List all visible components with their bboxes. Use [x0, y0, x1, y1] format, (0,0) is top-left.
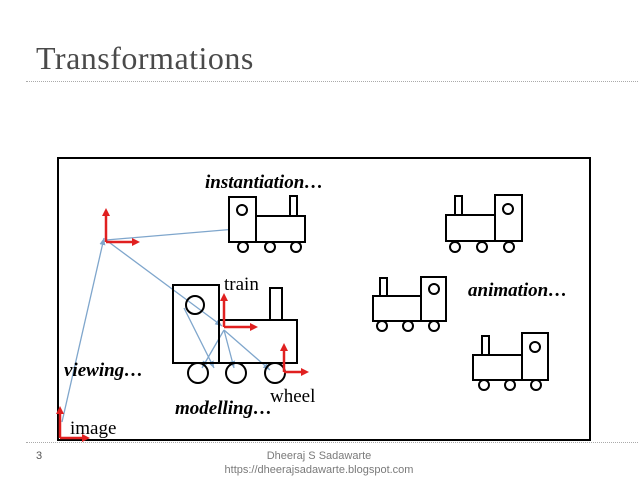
train-instance-bottom-right: [472, 332, 549, 391]
link-view-to-train: [105, 239, 223, 327]
train-instance-middle-right: [372, 276, 447, 332]
scene-frame: [57, 157, 591, 441]
label-instantiation: instantiation…: [205, 172, 323, 193]
train-model: [172, 284, 298, 384]
hierarchy-links: [61, 226, 271, 423]
slide-title: Transformations: [36, 40, 254, 76]
link-train-to-wheel-4: [183, 307, 215, 369]
wheel-axes: [280, 343, 309, 376]
label-train: train: [224, 274, 259, 295]
footer-url: https://dheerajsadawarte.blogspot.com: [224, 464, 414, 476]
train-instance-top-right: [445, 194, 523, 253]
image-axes: [56, 406, 90, 442]
link-image-to-view: [61, 237, 106, 423]
title-divider: [26, 81, 638, 82]
link-train-to-wheel-1: [201, 329, 225, 369]
label-wheel: wheel: [270, 386, 315, 407]
link-view-to-instance: [105, 226, 237, 241]
link-train-to-wheel-2: [223, 329, 236, 369]
footer-divider: [26, 442, 638, 443]
label-modelling: modelling…: [175, 398, 272, 419]
page-number: 3: [36, 450, 43, 462]
label-image: image: [70, 418, 116, 439]
label-viewing: viewing…: [64, 360, 143, 381]
label-animation: animation…: [468, 280, 567, 301]
viewing-axes: [102, 208, 140, 246]
train-instance-top: [228, 195, 306, 253]
train-axes: [220, 293, 258, 331]
axes: [56, 208, 309, 442]
footer-author: Dheeraj S Sadawarte: [266, 450, 372, 462]
